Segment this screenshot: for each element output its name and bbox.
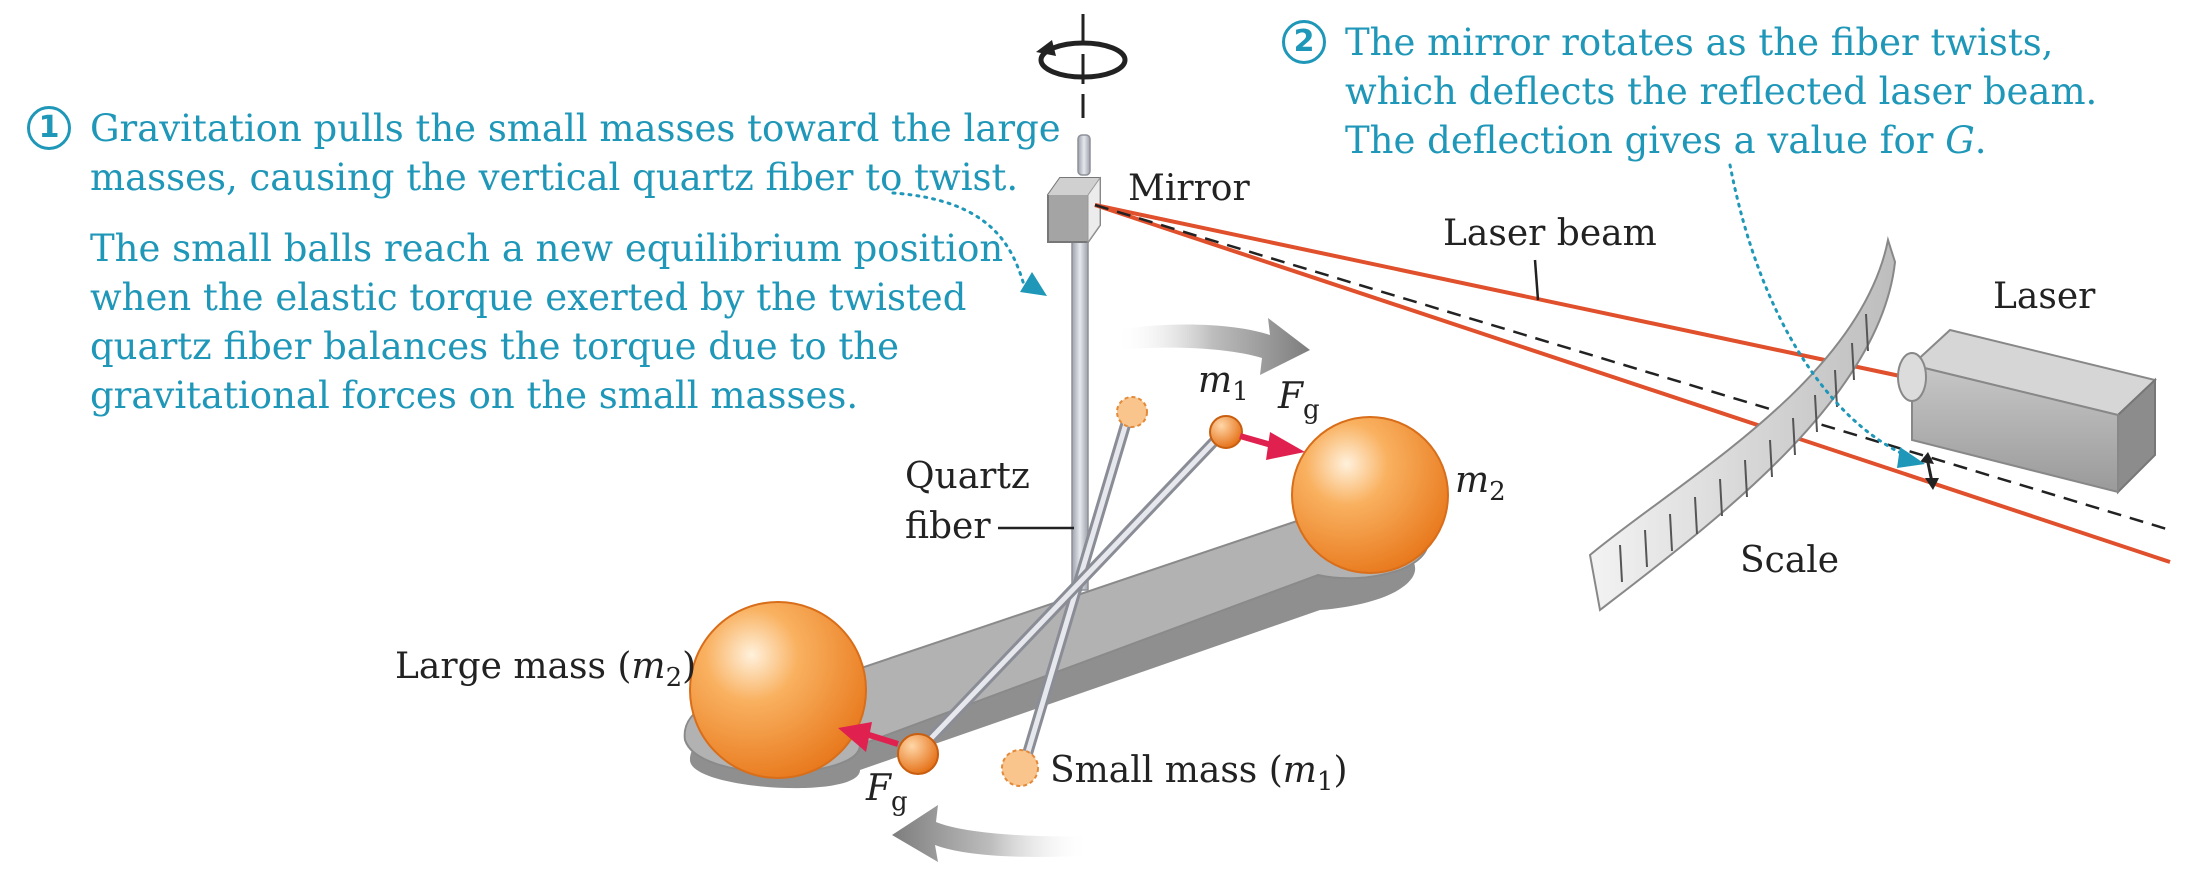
callout-gravitation: 1 Gravitation pulls the small masses tow… [27, 104, 1061, 420]
torsion-rod-deflected [912, 424, 1231, 758]
rotation-arrow-icon [1036, 14, 1128, 118]
fiber-label: fiber [905, 506, 991, 547]
callout-1-para2-line-1: The small balls reach a new equilibrium … [90, 227, 1004, 270]
large-mass-label: Large mass (m2) [395, 646, 696, 693]
callout-2-line-3: The deflection gives a value for G. [1345, 119, 1987, 162]
mirror [1047, 176, 1101, 244]
callout-mirror-rotation: 2 The mirror rotates as the fiber twists… [1282, 18, 2098, 165]
laser-beam-label: Laser beam [1443, 213, 1657, 254]
quartz-label: Quartz [905, 456, 1030, 497]
small-mass-bottom [897, 733, 939, 775]
callout-1-para2-line-3: quartz fiber balances the torque due to … [90, 325, 899, 368]
scale-label: Scale [1740, 540, 1839, 581]
small-mass-label: Small mass (m1) [1050, 750, 1348, 797]
callout-1-para2-line-4: gravitational forces on the small masses… [90, 374, 859, 417]
callout-1-line-2: masses, causing the vertical quartz fibe… [90, 156, 1019, 199]
small-mass-original-top [1116, 396, 1148, 428]
fg-top-label: Fg [1277, 376, 1320, 425]
force-arrow-icon [838, 432, 1305, 752]
scale [1588, 236, 1897, 612]
laser-beam [1094, 203, 2171, 564]
small-mass-top [1209, 415, 1243, 449]
m2-label: m2 [1455, 460, 1506, 507]
m1-label: m1 [1198, 360, 1249, 407]
dotted-arrow-icon [891, 163, 1925, 468]
callout-2-line-2: which deflects the reflected laser beam. [1345, 70, 2098, 113]
laser-label: Laser [1993, 276, 2096, 317]
motion-arrow-icon [892, 318, 1310, 862]
fg-bottom-label: Fg [865, 768, 908, 817]
deflection-arrow-icon [1920, 452, 1939, 490]
callout-1-line-1: Gravitation pulls the small masses towar… [90, 107, 1061, 150]
large-mass-left [689, 601, 867, 779]
mirror-label: Mirror [1128, 168, 1250, 209]
step-2-badge: 2 [1282, 20, 1326, 64]
step-1-badge: 1 [27, 106, 71, 150]
laser-beam-leader [1533, 259, 1540, 301]
small-mass-original-bottom [1001, 749, 1039, 787]
callout-2-line-1: The mirror rotates as the fiber twists, [1345, 21, 2054, 64]
laser-device [1897, 328, 2158, 495]
callout-1-para2-line-2: when the elastic torque exerted by the t… [90, 276, 967, 319]
large-mass-right [1291, 416, 1449, 574]
